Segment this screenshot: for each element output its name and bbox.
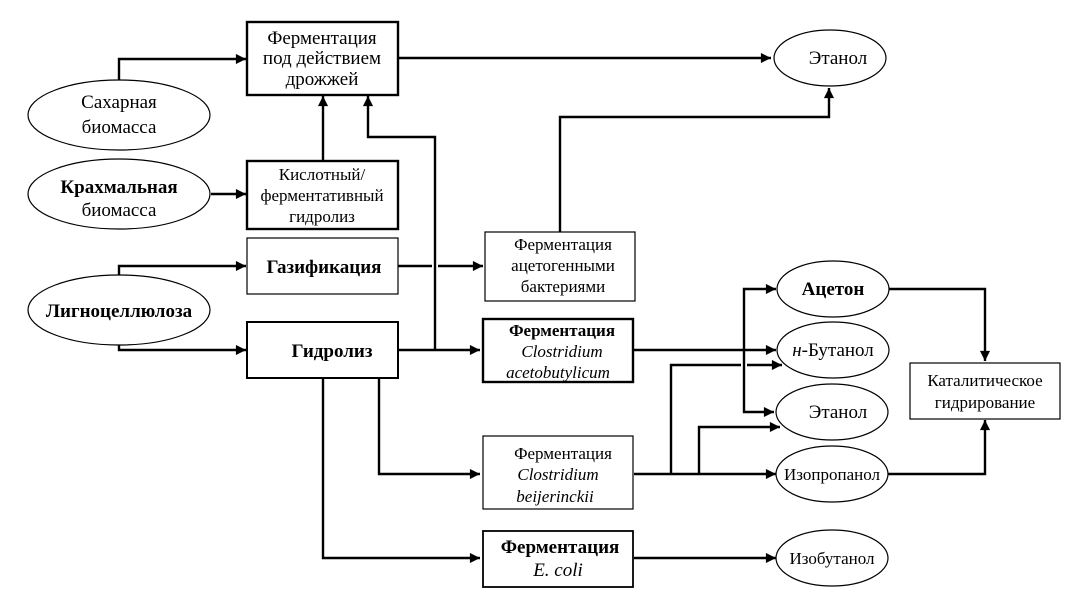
- product-isopropanol[interactable]: Изопропанол: [775, 445, 889, 503]
- hydrolysis-label: Гидролиз: [292, 341, 373, 362]
- edge-acetone-to-catalytic: [889, 287, 991, 361]
- catalytic-line-1: Каталитическое: [927, 371, 1042, 390]
- butanol-label: н-Бутанол: [792, 340, 874, 361]
- c-beij-line-1: Ферментация: [514, 444, 612, 463]
- yeast-line-3: дрожжей: [286, 69, 359, 90]
- ecoli-line-2: E. coli: [532, 560, 583, 581]
- yeast-line-1: Ферментация: [267, 28, 377, 49]
- c-aceto-line-2: Clostridium: [521, 342, 602, 361]
- c-beij-line-2: Clostridium: [517, 465, 598, 484]
- acid-line-3: гидролиз: [289, 207, 355, 226]
- ethanol-top-label: Этанол: [809, 48, 868, 69]
- edge-c-aceto-to-acetone: [742, 283, 777, 350]
- ligno-label: Лигноцеллюлоза: [46, 301, 193, 322]
- process-ecoli[interactable]: Ферментация E. coli: [482, 530, 634, 588]
- process-c-beijerinckii[interactable]: Ферментация Clostridium beijerinckii: [482, 435, 634, 510]
- process-acid-enzymatic-hydrolysis[interactable]: Кислотный/ ферментативный гидролиз: [245, 159, 400, 231]
- edge-isopropanol-to-catalytic: [888, 420, 991, 476]
- acetogenic-line-2: ацетогенными: [511, 256, 615, 275]
- butanol-prefix: н: [792, 340, 801, 361]
- edge-sugar-to-yeast: [117, 53, 246, 80]
- catalytic-line-2: гидрирование: [935, 393, 1035, 412]
- product-ethanol-top[interactable]: Этанол: [773, 29, 887, 87]
- ethanol-mid-label: Этанол: [809, 402, 868, 423]
- edge-hydrolysis-to-ecoli: [321, 378, 480, 564]
- edge-c-beij-to-ethanol: [697, 421, 781, 474]
- source-lignocellulose[interactable]: Лигноцеллюлоза: [27, 274, 211, 346]
- process-catalytic-hydrogenation[interactable]: Каталитическое гидрирование: [909, 362, 1061, 420]
- c-beij-line-3: beijerinckii: [516, 487, 594, 506]
- product-isobutanol[interactable]: Изобутанол: [775, 529, 889, 587]
- acetogenic-line-1: Ферментация: [514, 235, 612, 254]
- source-sugar-biomass[interactable]: Сахарная биомасса: [27, 79, 211, 151]
- product-acetone[interactable]: Ацетон: [776, 260, 890, 318]
- isopropanol-label: Изопропанол: [784, 465, 881, 484]
- starch-line-1: Крахмальная: [60, 177, 177, 198]
- starch-line-2: биомасса: [82, 200, 157, 221]
- edge-hydrolysis-to-yeast: [362, 96, 437, 350]
- edge-c-beij-to-butanol-a: [669, 363, 741, 474]
- sugar-line-2: биомасса: [82, 117, 157, 138]
- product-ethanol-mid[interactable]: Этанол: [775, 383, 889, 441]
- process-hydrolysis[interactable]: Гидролиз: [246, 321, 399, 379]
- edge-c-aceto-to-ethanol: [742, 350, 775, 418]
- edge-hydrolysis-to-c-beij: [377, 378, 480, 480]
- product-n-butanol[interactable]: н-Бутанол: [776, 321, 890, 379]
- process-gasification[interactable]: Газификация: [246, 237, 399, 295]
- c-aceto-line-3: acetobutylicum: [506, 363, 610, 382]
- butanol-suffix: -Бутанол: [802, 340, 875, 361]
- gasification-label: Газификация: [267, 257, 382, 278]
- edge-acetogenic-to-ethanol: [558, 88, 835, 232]
- yeast-line-2: под действием: [263, 48, 381, 69]
- c-aceto-line-1: Ферментация: [509, 321, 615, 340]
- source-starch-biomass[interactable]: Крахмальная биомасса: [27, 158, 211, 230]
- process-acetogenic-fermentation[interactable]: Ферментация ацетогенными бактериями: [484, 231, 636, 302]
- sugar-line-1: Сахарная: [81, 92, 157, 113]
- process-yeast-fermentation[interactable]: Ферментация под действием дрожжей: [245, 20, 400, 97]
- acetone-label: Ацетон: [802, 279, 865, 300]
- acetogenic-line-3: бактериями: [521, 277, 605, 296]
- process-c-acetobutylicum[interactable]: Ферментация Clostridium acetobutylicum: [481, 317, 635, 384]
- isobutanol-label: Изобутанол: [790, 549, 875, 568]
- acid-line-2: ферментативный: [260, 186, 383, 205]
- acid-line-1: Кислотный/: [279, 165, 366, 184]
- ecoli-line-1: Ферментация: [501, 537, 620, 558]
